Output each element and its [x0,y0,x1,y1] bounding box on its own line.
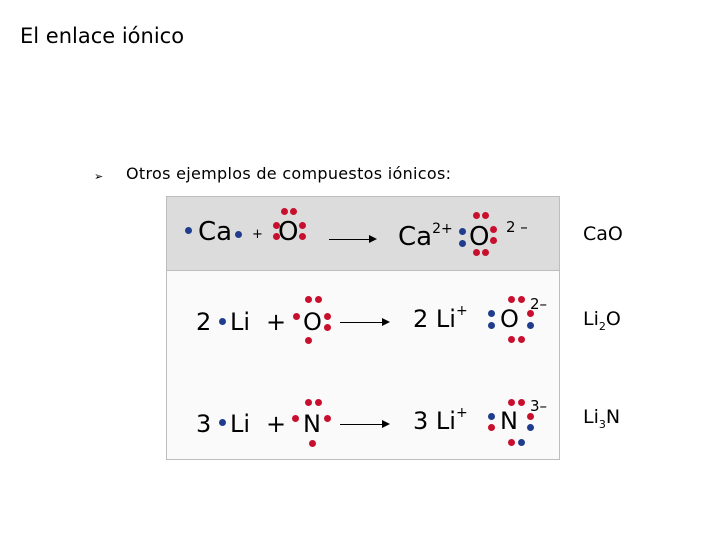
reaction-arrow [340,420,390,428]
product-cation: Ca2+ [398,221,453,252]
reactant-metal: Li [230,410,251,438]
electron-dot [490,226,497,233]
electron-dot [488,413,495,420]
electron-dot [473,249,480,256]
electron-dot [305,399,312,406]
reactant-metal: Li [230,308,251,336]
cation-charge: + [455,303,468,319]
electron-dot [527,322,534,329]
electron-dot [219,318,226,325]
electron-dot [527,424,534,431]
reactant-metal: Ca [198,217,233,247]
plus-sign: + [266,308,287,336]
electron-dot [185,227,192,234]
electron-dot [508,296,515,303]
electron-dot [473,212,480,219]
reactant-nonmetal: O [303,308,322,336]
electron-dot [324,313,331,320]
anion-charge: 2– [530,295,548,313]
product-cation: 2 Li+ [413,303,468,333]
product-anion: O [469,222,490,252]
reactant-nonmetal: O [278,217,299,247]
electron-dot [490,237,497,244]
electron-dot [290,208,297,215]
panel-top [166,196,560,272]
electron-dot [219,419,226,426]
formula-li3n: Li3N [583,406,621,431]
electron-dot [299,222,306,229]
slide-title: El enlace iónico [20,24,185,48]
electron-dot [292,415,299,422]
product-anion: O [500,305,519,333]
electron-dot [299,233,306,240]
electron-dot [518,439,525,446]
bullet-arrow-icon: ➢ [94,170,104,183]
electron-dot [459,240,466,247]
electron-dot [324,415,331,422]
formula-li2o: Li2O [583,308,621,333]
electron-dot [459,228,466,235]
electron-dot [273,233,280,240]
bullet-text: Otros ejemplos de compuestos iónicos: [126,164,452,183]
electron-dot [488,310,495,317]
reaction-arrow [329,235,377,243]
cation-charge: 2+ [432,221,453,237]
electron-dot [309,440,316,447]
electron-dot [482,249,489,256]
product-cation: 3 Li+ [413,405,468,435]
electron-dot [518,399,525,406]
coefficient: 3 [196,410,212,438]
electron-dot [305,296,312,303]
electron-dot [518,336,525,343]
electron-dot [488,424,495,431]
electron-dot [508,399,515,406]
reactant-nonmetal: N [303,410,321,438]
cation-charge: + [455,405,468,421]
electron-dot [281,208,288,215]
electron-dot [508,336,515,343]
plus-sign: + [266,410,287,438]
coefficient: 2 [196,308,212,336]
reaction-arrow [340,318,390,326]
formula-cao: CaO [583,223,623,245]
electron-dot [305,337,312,344]
electron-dot [508,439,515,446]
electron-dot [235,231,242,238]
electron-dot [293,313,300,320]
plus-sign: + [252,227,263,242]
anion-charge: 2 – [506,218,528,236]
electron-dot [324,324,331,331]
electron-dot [315,399,322,406]
electron-dot [482,212,489,219]
product-anion: N [500,407,518,435]
electron-dot [488,322,495,329]
electron-dot [518,296,525,303]
electron-dot [527,310,534,317]
electron-dot [315,296,322,303]
electron-dot [273,222,280,229]
anion-charge: 3– [530,397,548,415]
electron-dot [527,413,534,420]
